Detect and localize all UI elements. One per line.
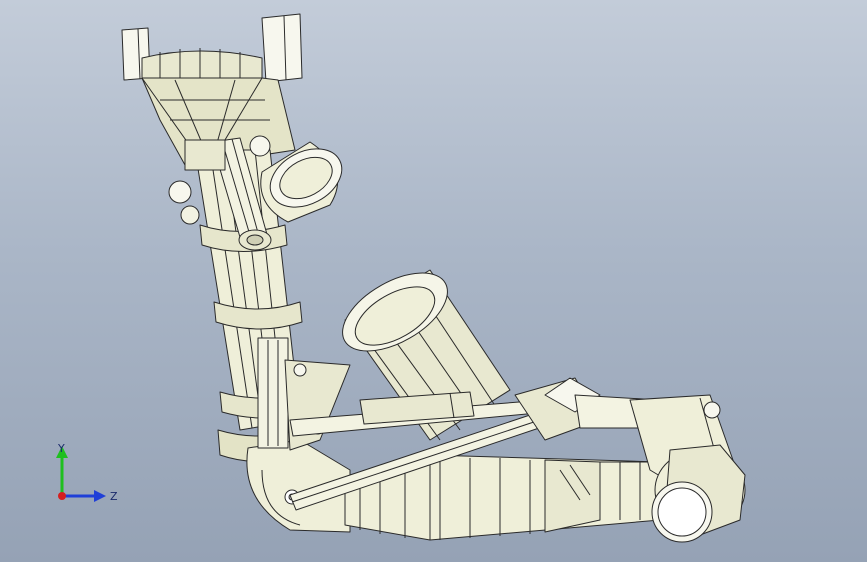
wrist-ring[interactable]	[651, 401, 746, 543]
coordinate-triad: Y Z	[56, 442, 118, 503]
y-axis-label: Y	[57, 442, 65, 455]
z-axis-arrow	[94, 490, 106, 502]
upper-actuator[interactable]	[168, 135, 272, 251]
x-axis-origin	[58, 492, 66, 500]
lower-arm-tube[interactable]	[344, 454, 661, 541]
shoulder-ring[interactable]	[260, 137, 352, 223]
z-axis-label: Z	[110, 490, 118, 503]
y-axis-arrow	[56, 446, 68, 458]
